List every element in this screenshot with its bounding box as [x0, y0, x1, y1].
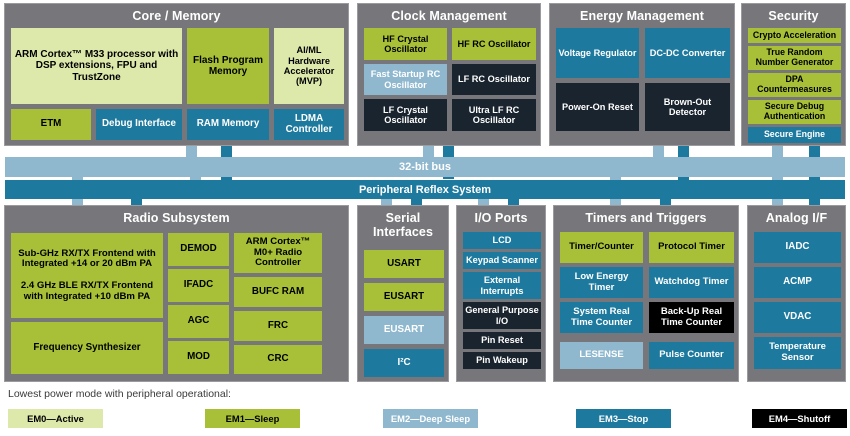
panel-title-energy-management: Energy Management [580, 9, 704, 23]
block-aiml-hardware-accelerator[interactable]: AI/ML Hardware Accelerator (MVP) [274, 28, 344, 104]
block-arm-cortex-m33[interactable]: ARM Cortex™ M33 processor with DSP exten… [11, 28, 182, 104]
panel-title-clock-management: Clock Management [391, 9, 507, 23]
panel-io-ports: I/O Ports LCD Keypad Scanner External In… [456, 205, 546, 382]
block-eusart-1[interactable]: EUSART [364, 283, 444, 311]
block-vdac[interactable]: VDAC [754, 302, 841, 333]
panel-title-serial-interfaces: Serial Interfaces [372, 211, 434, 239]
legend-item-em1[interactable]: EM1—Sleep [205, 409, 300, 428]
block-voltage-regulator[interactable]: Voltage Regulator [556, 28, 639, 78]
block-hf-rc-oscillator[interactable]: HF RC Oscillator [452, 28, 536, 60]
panel-title-timers-and-triggers: Timers and Triggers [585, 211, 707, 225]
block-crc[interactable]: CRC [234, 345, 322, 374]
block-pin-wakeup[interactable]: Pin Wakeup [463, 352, 541, 369]
legend-note: Lowest power mode with peripheral operat… [8, 388, 231, 400]
block-true-random-number-generator[interactable]: True Random Number Generator [748, 46, 841, 70]
block-mod[interactable]: MOD [168, 341, 229, 374]
block-ultra-lf-rc-oscillator[interactable]: Ultra LF RC Oscillator [452, 99, 536, 131]
block-keypad-scanner[interactable]: Keypad Scanner [463, 252, 541, 269]
block-lf-rc-oscillator[interactable]: LF RC Oscillator [452, 64, 536, 95]
block-frequency-synthesizer[interactable]: Frequency Synthesizer [11, 322, 163, 374]
panel-core-memory: Core / Memory ARM Cortex™ M33 processor … [4, 3, 349, 146]
block-timer-counter[interactable]: Timer/Counter [560, 232, 643, 263]
block-hf-crystal-oscillator[interactable]: HF Crystal Oscillator [364, 28, 447, 60]
bus-peripheral-reflex-system: Peripheral Reflex System [5, 180, 845, 199]
block-arm-cortex-m0-radio-controller[interactable]: ARM Cortex™ M0+ Radio Controller [234, 233, 322, 273]
legend-item-em3[interactable]: EM3—Stop [576, 409, 671, 428]
block-ram-memory[interactable]: RAM Memory [187, 109, 269, 140]
block-temperature-sensor[interactable]: Temperature Sensor [754, 337, 841, 369]
block-pulse-counter[interactable]: Pulse Counter [649, 342, 734, 369]
bus-stub-bot-10 [809, 199, 820, 205]
block-external-interrupts[interactable]: External Interrupts [463, 272, 541, 299]
block-system-real-time-counter[interactable]: System Real Time Counter [560, 302, 643, 333]
bus-stub-bot-3 [381, 199, 392, 205]
bus-stub-bot-8 [660, 199, 671, 205]
bus-stub-bot-9 [772, 199, 783, 205]
block-low-energy-timer[interactable]: Low Energy Timer [560, 267, 643, 298]
panel-title-radio-subsystem: Radio Subsystem [123, 211, 230, 225]
block-etm[interactable]: ETM [11, 109, 91, 140]
block-lesense[interactable]: LESENSE [560, 342, 643, 369]
block-brown-out-detector[interactable]: Brown-Out Detector [645, 83, 730, 131]
block-flash-program-memory[interactable]: Flash Program Memory [187, 28, 269, 104]
panel-title-io-ports: I/O Ports [474, 211, 528, 225]
bus-stub-top-1 [186, 146, 197, 158]
block-agc[interactable]: AGC [168, 305, 229, 338]
panel-analog-if: Analog I/F IADC ACMP VDAC Temperature Se… [747, 205, 846, 382]
panel-title-security: Security [768, 9, 819, 23]
block-demod[interactable]: DEMOD [168, 233, 229, 266]
block-secure-engine[interactable]: Secure Engine [748, 127, 841, 143]
block-secure-debug-authentication[interactable]: Secure Debug Authentication [748, 100, 841, 124]
block-lcd[interactable]: LCD [463, 232, 541, 249]
block-power-on-reset[interactable]: Power-On Reset [556, 83, 639, 131]
bus-stub-bot-1 [72, 199, 83, 205]
block-iadc[interactable]: IADC [754, 232, 841, 263]
legend-item-em4[interactable]: EM4—Shutoff [752, 409, 847, 428]
panel-radio-subsystem: Radio Subsystem Sub-GHz RX/TX Frontend w… [4, 205, 349, 382]
block-protocol-timer[interactable]: Protocol Timer [649, 232, 734, 263]
block-debug-interface[interactable]: Debug Interface [96, 109, 182, 140]
bus-prs-label: Peripheral Reflex System [358, 183, 492, 196]
bus-stub-top-7 [772, 146, 783, 158]
block-dpa-countermeasures[interactable]: DPA Countermeasures [748, 73, 841, 97]
block-lf-crystal-oscillator[interactable]: LF Crystal Oscillator [364, 99, 447, 131]
panel-clock-management: Clock Management HF Crystal Oscillator H… [357, 3, 541, 146]
bus-stub-bot-6 [508, 199, 519, 205]
bus-stub-top-5 [653, 146, 664, 158]
block-fast-startup-rc-oscillator[interactable]: Fast Startup RC Oscillator [364, 64, 447, 95]
bus-32bit-label: 32-bit bus [399, 161, 451, 173]
bus-stub-bot-7 [610, 199, 621, 205]
block-dc-dc-converter[interactable]: DC-DC Converter [645, 28, 730, 78]
block-usart[interactable]: USART [364, 250, 444, 278]
block-crypto-acceleration[interactable]: Crypto Acceleration [748, 28, 841, 43]
panel-title-analog-if: Analog I/F [765, 211, 828, 225]
legend-item-em0[interactable]: EM0—Active [8, 409, 103, 428]
block-ifadc[interactable]: IFADC [168, 269, 229, 302]
block-i2c[interactable]: I²C [364, 349, 444, 377]
block-watchdog-timer[interactable]: Watchdog Timer [649, 267, 734, 298]
bus-stub-bot-4 [411, 199, 422, 205]
block-eusart-2[interactable]: EUSART [364, 316, 444, 344]
block-backup-real-time-counter[interactable]: Back-Up Real Time Counter [649, 302, 734, 333]
panel-timers-and-triggers: Timers and Triggers Timer/Counter Protoc… [553, 205, 739, 382]
block-pin-reset[interactable]: Pin Reset [463, 332, 541, 349]
panel-security: Security Crypto Acceleration True Random… [741, 3, 846, 146]
panel-serial-interfaces: Serial Interfaces USART EUSART EUSART I²… [357, 205, 449, 382]
block-ldma-controller[interactable]: LDMA Controller [274, 109, 344, 140]
panel-title-core-memory: Core / Memory [132, 9, 221, 23]
bus-stub-bot-5 [478, 199, 489, 205]
block-bufc-ram[interactable]: BUFC RAM [234, 277, 322, 307]
block-frc[interactable]: FRC [234, 311, 322, 341]
block-rf-frontends[interactable]: Sub-GHz RX/TX Frontend with Integrated +… [11, 233, 163, 318]
block-i2c-label: I²C [397, 356, 411, 368]
bus-32bit: 32-bit bus [5, 157, 845, 177]
bus-stub-bot-2 [131, 199, 142, 205]
block-acmp[interactable]: ACMP [754, 267, 841, 298]
block-rf-frontends-label: Sub-GHz RX/TX Frontend with Integrated +… [18, 247, 156, 302]
bus-stub-top-3 [423, 146, 434, 158]
legend-item-em2[interactable]: EM2—Deep Sleep [383, 409, 478, 428]
panel-energy-management: Energy Management Voltage Regulator DC-D… [549, 3, 735, 146]
block-general-purpose-io[interactable]: General Purpose I/O [463, 302, 541, 329]
